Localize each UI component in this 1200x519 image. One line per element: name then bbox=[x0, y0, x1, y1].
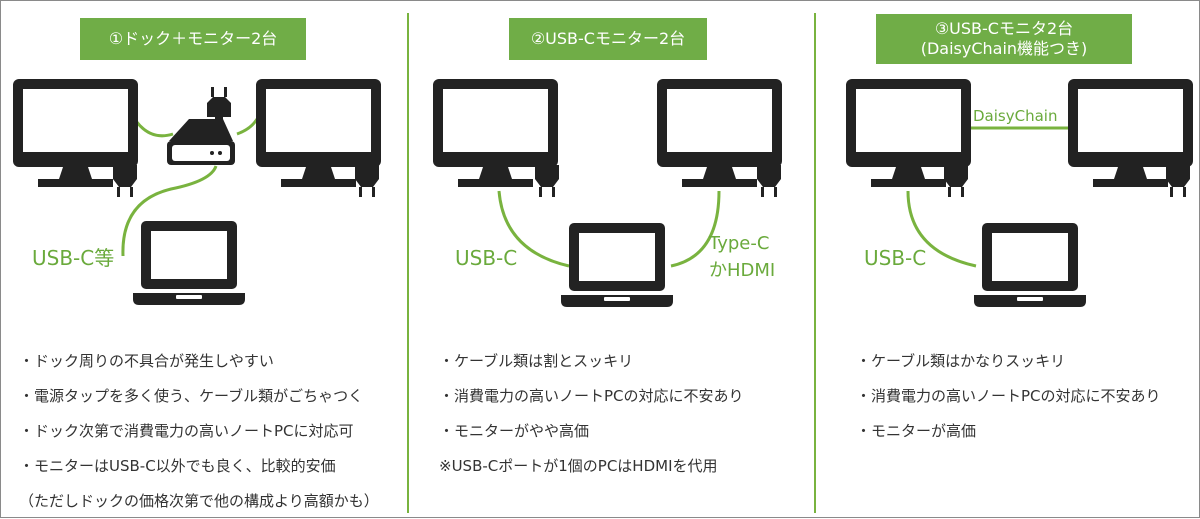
panel-title-line: (DaisyChain機能つき) bbox=[920, 39, 1088, 58]
cable-monitor-left-dock bbox=[134, 120, 174, 138]
notes-list: ・ドック周りの不具合が発生しやすい ・電源タップを多く使う、ケーブル類がごちゃつ… bbox=[19, 344, 379, 519]
cable-left-monitor-laptop bbox=[497, 190, 570, 268]
panel-title-line: ③USB-Cモニタ2台 bbox=[934, 19, 1074, 38]
note-item: （ただしドックの価格次第で他の構成より高額かも） bbox=[19, 492, 379, 510]
note-item: ・ドック周りの不具合が発生しやすい bbox=[19, 352, 274, 370]
cable-label-usbc: USB-C bbox=[455, 246, 518, 270]
note-item: ※USB-Cポートが1個のPCはHDMIを代用 bbox=[439, 457, 718, 475]
panel-dock: ①ドック＋モニター2台 USB-C等 bbox=[1, 1, 407, 517]
note-item: ・ケーブル類はかなりスッキリ bbox=[856, 352, 1066, 370]
laptop-icon bbox=[561, 223, 673, 307]
panel-daisychain: ③USB-Cモニタ2台 (DaisyChain機能つき) DaisyChain … bbox=[816, 1, 1199, 517]
notes-list: ・ケーブル類は割とスッキリ ・消費電力の高いノートPCの対応に不安あり ・モニタ… bbox=[439, 344, 744, 484]
daisychain-diagram bbox=[846, 79, 1193, 307]
panel-title-line: ②USB-Cモニター2台 bbox=[530, 29, 686, 48]
dock-power-plug-icon bbox=[207, 87, 231, 123]
note-item: ・電源タップを多く使う、ケーブル類がごちゃつく bbox=[19, 387, 364, 405]
daisychain-link-label: DaisyChain bbox=[973, 107, 1058, 125]
cable-dock-laptop bbox=[121, 165, 218, 257]
note-item: ・モニターがやや高価 bbox=[439, 422, 590, 440]
panel-title: ③USB-Cモニタ2台 (DaisyChain機能つき) bbox=[876, 14, 1132, 64]
notes-list: ・ケーブル類はかなりスッキリ ・消費電力の高いノートPCの対応に不安あり ・モニ… bbox=[856, 344, 1161, 449]
cable-label-usbc: USB-C bbox=[864, 246, 927, 270]
cable-dock-monitor-right bbox=[236, 118, 259, 136]
note-item: ・消費電力の高いノートPCの対応に不安あり bbox=[856, 387, 1161, 405]
note-item: ・モニターはUSB-C以外でも良く、比較的安価 bbox=[19, 457, 336, 475]
note-item: ・ケーブル類は割とスッキリ bbox=[439, 352, 634, 370]
panel-title-line: ①ドック＋モニター2台 bbox=[108, 29, 278, 48]
usbc-diagram bbox=[433, 79, 782, 307]
laptop-icon bbox=[133, 221, 245, 305]
laptop-icon bbox=[974, 223, 1086, 307]
cable-label-usbc: USB-C等 bbox=[32, 246, 115, 270]
cable-right-monitor-laptop bbox=[670, 190, 721, 268]
divider-1 bbox=[407, 13, 409, 513]
note-item: ・ドック次第で消費電力の高いノートPCに対応可 bbox=[19, 422, 354, 440]
panel-title: ②USB-Cモニター2台 bbox=[509, 18, 707, 60]
panel-usbc-monitors: ②USB-Cモニター2台 USB-C Type-C かHDMI ・ケーブル類は割… bbox=[409, 1, 814, 517]
cable-label-hdmi: かHDMI bbox=[709, 260, 776, 281]
cable-label-typec: Type-C bbox=[709, 233, 770, 254]
note-item: ・消費電力の高いノートPCの対応に不安あり bbox=[439, 387, 744, 405]
dock-diagram bbox=[13, 79, 381, 305]
divider-2 bbox=[814, 13, 816, 513]
dock-icon bbox=[167, 119, 235, 165]
note-item: ・モニターが高価 bbox=[856, 422, 977, 440]
panel-title: ①ドック＋モニター2台 bbox=[80, 18, 306, 60]
cable-monitor-laptop bbox=[906, 190, 977, 268]
